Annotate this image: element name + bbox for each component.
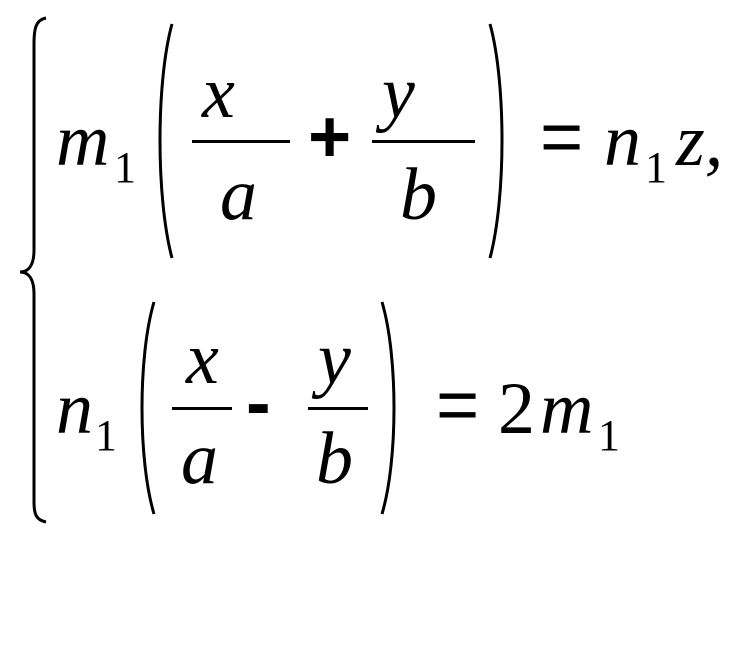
- line2-fraction1-numerator: x: [186, 318, 219, 400]
- line2-coef: n: [56, 368, 93, 450]
- line2-fraction2-numerator: y: [318, 318, 351, 400]
- line1-fraction2-bar: [372, 140, 475, 143]
- line2-rhs-subscript: 1: [598, 411, 620, 460]
- line1-operator: +: [308, 95, 352, 178]
- line1-equals: =: [540, 95, 584, 178]
- line1-rhs-tail: z,: [676, 100, 724, 182]
- curly-brace-icon: [19, 16, 47, 524]
- line1-fraction1-denominator: a: [220, 154, 257, 236]
- line2-rhs-constant: 2: [498, 368, 535, 450]
- line1-fraction1-numerator: x: [202, 52, 235, 134]
- right-parenthesis-icon: [380, 301, 396, 515]
- line1-fraction2-denominator: b: [400, 154, 437, 236]
- line2-operator: -: [246, 361, 271, 444]
- line2-fraction2-denominator: b: [316, 418, 353, 500]
- line2-fraction1-denominator: a: [181, 418, 218, 500]
- line2-coef-subscript: 1: [95, 411, 117, 460]
- left-parenthesis-icon: [140, 301, 156, 515]
- right-parenthesis-icon: [488, 23, 504, 259]
- line2-fraction1-bar: [172, 407, 232, 410]
- line2-rhs-variable: m: [540, 368, 594, 450]
- line1-rhs-variable: n: [604, 100, 641, 182]
- line1-rhs-subscript: 1: [645, 143, 667, 192]
- line1-fraction1-bar: [192, 140, 290, 143]
- line2-fraction2-bar: [308, 407, 368, 410]
- line2-equals: =: [436, 363, 480, 446]
- left-parenthesis-icon: [158, 23, 174, 259]
- line1-fraction2-numerator: y: [382, 52, 415, 134]
- line1-coef: m: [56, 100, 110, 182]
- line1-coef-subscript: 1: [114, 143, 136, 192]
